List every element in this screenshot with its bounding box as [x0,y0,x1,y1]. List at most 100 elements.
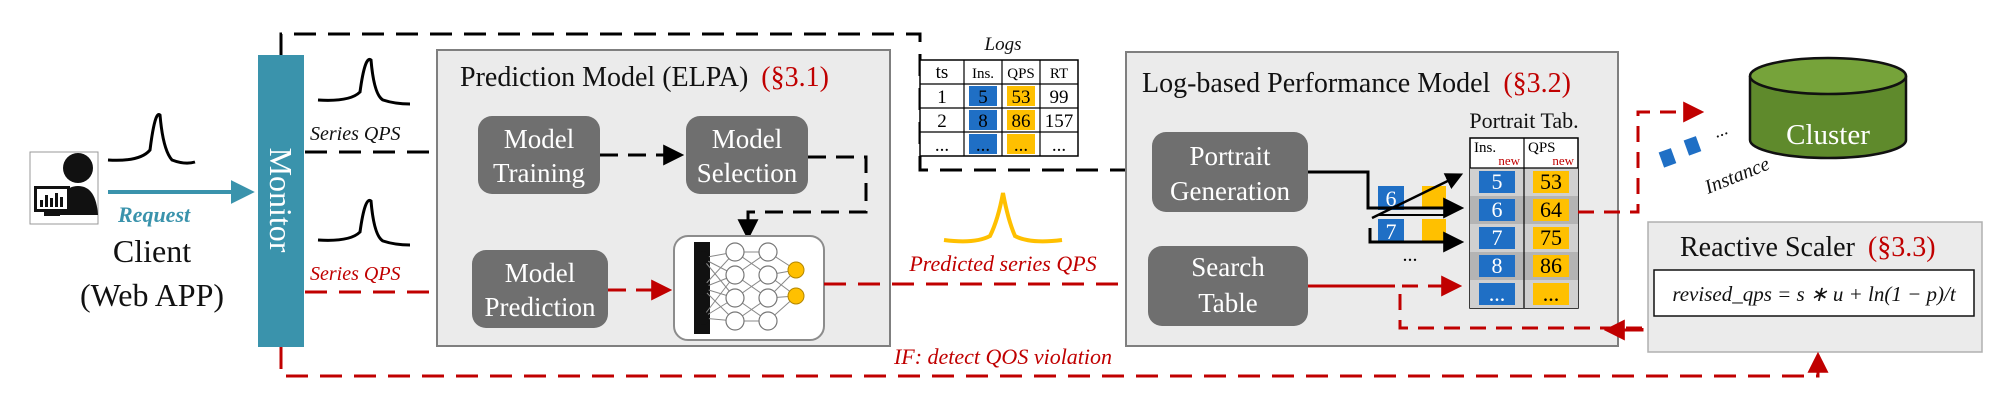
model-prediction-line1: Model [505,258,576,288]
qos-violation-loop [279,347,1829,378]
search-table-line2: Table [1198,288,1258,318]
logs-table: Logs ts Ins. QPS RT 1 5 53 99 2 8 86 157...........… [919,34,1079,157]
logs-header-cell: Ins. [972,66,994,82]
client-group: Request Client (Web APP) [29,112,255,313]
instance-label: Instance [1701,153,1773,199]
portrait-cell-fill [1533,171,1569,193]
portrait-cell: 8 [1492,253,1503,278]
predicted-series-spike-icon [943,192,1063,244]
model-selection-line1: Model [712,124,783,154]
svg-text:7: 7 [1386,219,1397,244]
logs-cell-fill [969,110,997,130]
logs-title: Logs [984,34,1022,55]
cluster-label: Cluster [1786,119,1870,151]
model-training-line2: Training [493,158,585,188]
client-qps-spike-icon [107,112,196,165]
logs-cell: 1 [937,87,947,108]
portrait-to-table-arrow [1308,170,1465,219]
monitor-logs-connector [279,32,1153,181]
model-prediction-line2: Prediction [485,292,596,322]
scaler-to-table-arrow [1603,319,1644,341]
logs-cell: 5 [978,87,988,108]
series-qps-top-label: Series QPS [310,123,401,145]
prediction-model-title: Prediction Model (ELPA) (§3.1) [460,62,829,93]
search-feedback-arrow [1398,275,1642,330]
qos-violation-label: IF: detect QOS violation [893,344,1112,369]
portrait-generation-line2: Generation [1170,176,1290,206]
logs-cell-fill [1007,134,1035,154]
search-table-box[interactable]: Search Table [1148,246,1308,326]
portrait-header-sub: new [1498,153,1520,168]
portrait-generation-box[interactable]: Portrait Generation [1152,132,1308,212]
request-label: Request [117,202,191,227]
monitor-bar: Monitor [258,55,304,347]
logs-cell: ... [935,135,949,156]
portrait-cell: 86 [1540,253,1562,278]
prediction-model-panel: Prediction Model (ELPA) (§3.1) Model Tra… [436,49,891,347]
portrait-cell: 53 [1540,169,1562,194]
portrait-cell-fill [1533,199,1569,221]
perf-model-panel: Log-based Performance Model (§3.2) Portr… [1125,51,1619,347]
portrait-cell-fill [1533,283,1569,305]
logs-header-cell: ts [936,62,949,83]
portrait-table-title: Portrait Tab. [1469,108,1578,133]
portrait-cell-fill [1479,227,1515,249]
portrait-cell-fill [1479,255,1515,277]
logs-cell: 2 [937,111,947,132]
portrait-header-cell: Ins. [1474,140,1496,156]
series-qps-top-spike-icon [317,57,411,106]
logs-header-cell: RT [1050,66,1068,82]
reactive-scaler-formula: revised_qps = s ∗ u + ln(1 − p)/t [1672,282,1956,306]
portrait-header-sub: new [1552,153,1574,168]
neural-network-icon [673,235,825,341]
svg-text:...: ... [1711,118,1731,141]
logs-cell: 86 [1012,111,1031,132]
portrait-to-table-arrow-2 [1368,228,1465,253]
reactive-scaler: Reactive Scaler (§3.3) revised_qps = s ∗… [1647,221,1983,353]
cluster-icon: Cluster [1748,56,1908,160]
client-user-icon [29,151,99,225]
portrait-cell: 64 [1540,197,1562,222]
model-selection-box[interactable]: Model Selection [686,116,808,194]
portrait-cell-fill [1479,199,1515,221]
logs-cell: ... [976,135,990,156]
logs-cell-fill [1007,86,1035,106]
table-to-scaler-arrow [1578,101,1705,214]
selection-to-network-arrow [737,155,868,241]
logs-cell: 8 [978,111,988,132]
svg-text:6: 6 [1386,186,1397,211]
client-subtitle: (Web APP) [80,277,224,313]
logs-cell: ... [1052,135,1066,156]
portrait-cell: 5 [1492,169,1503,194]
portrait-cell: 6 [1492,197,1503,222]
portrait-cell: ... [1543,281,1560,306]
monitor-label: Monitor [263,148,299,253]
logs-cell: 157 [1045,111,1074,132]
series-qps-bottom-spike-icon [317,198,411,247]
logs-cell-fill [1007,110,1035,130]
portrait-cell: 75 [1540,225,1562,250]
predicted-series-label: Predicted series QPS [908,251,1096,276]
portrait-cell-fill [1479,171,1515,193]
portrait-cell-fill [1479,283,1515,305]
model-prediction-box[interactable]: Model Prediction [472,250,608,328]
model-training-box[interactable]: Model Training [478,116,600,194]
portrait-cell-fill [1533,227,1569,249]
logs-cell: 99 [1050,87,1069,108]
logs-cell: ... [1014,135,1028,156]
portrait-generation-line1: Portrait [1190,141,1271,171]
search-table-line1: Search [1191,252,1265,282]
model-training-line1: Model [504,124,575,154]
svg-text:...: ... [1403,244,1418,266]
model-selection-line2: Selection [697,158,798,188]
client-name: Client [113,233,191,269]
portrait-header-cell: QPS [1528,140,1556,156]
logs-cell: 53 [1012,87,1031,108]
portrait-to-table-arrow-3 [1371,173,1464,220]
logs-header-cell: QPS [1007,66,1035,82]
portrait-cell-fill [1533,255,1569,277]
logs-cell-fill [969,86,997,106]
portrait-cell: ... [1489,281,1506,306]
